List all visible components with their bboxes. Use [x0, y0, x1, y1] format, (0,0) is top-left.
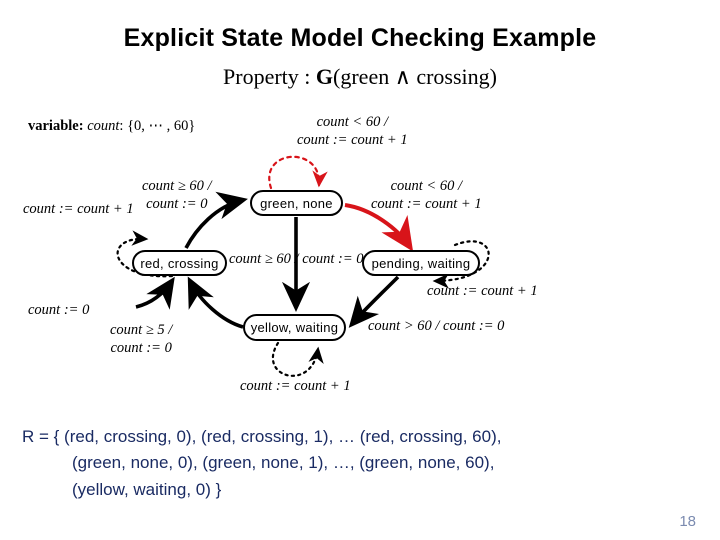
- property-prefix: Property :: [223, 64, 316, 89]
- label-line-1: count ≥ 5 /: [110, 322, 173, 338]
- variable-keyword: variable:: [28, 118, 84, 134]
- transition-label-red-self: count := count + 1: [23, 200, 134, 218]
- label-line-1: count := 0: [28, 302, 90, 318]
- state-node-pending-waiting[interactable]: pending, waiting: [362, 250, 480, 276]
- edge-green-self-loop: [268, 155, 328, 190]
- edge-yellow-self-loop: [271, 341, 324, 377]
- transition-label-pending-to-yellow: count > 60 / count := 0: [368, 317, 504, 335]
- reachable-set-line-1: R = { (red, crossing, 0), (red, crossing…: [22, 427, 502, 446]
- label-line-1: count := count + 1: [240, 378, 351, 394]
- edge-pending-to-yellow: [348, 275, 400, 328]
- state-node-yellow-waiting[interactable]: yellow, waiting: [243, 314, 346, 341]
- label-line-1: count < 60 /: [316, 114, 388, 130]
- state-machine-diagram: green, none red, crossing yellow, waitin…: [0, 105, 720, 405]
- reachable-set-line-3: (yellow, waiting, 0) }: [72, 479, 222, 499]
- property-formula: Property : G(green ∧ crossing): [0, 64, 720, 90]
- state-node-green-none[interactable]: green, none: [250, 190, 343, 216]
- variable-declaration: variable: count: {0, ⋯ , 60}: [28, 118, 195, 135]
- label-line-2: count := 0: [110, 340, 172, 357]
- label-line-2: count := count + 1: [371, 196, 482, 213]
- property-operator: G: [315, 64, 334, 89]
- transition-label-red-to-green: count ≥ 60 / count := 0: [142, 177, 212, 213]
- reachable-set-line-2: (green, none, 0), (green, none, 1), …, (…: [72, 453, 495, 473]
- state-label: pending, waiting: [371, 255, 471, 271]
- label-line-1: count := count + 1: [427, 283, 538, 299]
- variable-separator: :: [119, 118, 124, 134]
- property-body: (green ∧ crossing): [333, 64, 497, 89]
- diagram-edges: [116, 155, 490, 377]
- state-label: red, crossing: [140, 255, 219, 271]
- transition-label-reset-to-red: count := 0: [28, 301, 89, 319]
- label-line-1: count < 60 /: [390, 178, 462, 194]
- label-line-2: count := 0: [146, 196, 208, 213]
- transition-label-yellow-self: count := count + 1: [240, 377, 351, 395]
- reachable-set-block: R = { (red, crossing, 0), (red, crossing…: [22, 424, 712, 503]
- state-node-red-crossing[interactable]: red, crossing: [132, 250, 227, 276]
- edge-red-to-green: [184, 191, 248, 249]
- edge-green-to-pending: [344, 203, 414, 252]
- variable-name: count: [87, 118, 120, 134]
- page-number: 18: [679, 513, 696, 530]
- page-title: Explicit State Model Checking Example: [123, 24, 597, 52]
- label-line-1: count ≥ 60 / count := 0: [229, 251, 364, 267]
- variable-domain: {0, ⋯ , 60}: [127, 118, 196, 134]
- transition-label-pending-self: count := count + 1: [427, 282, 538, 300]
- transition-label-green-self: count < 60 / count := count + 1: [297, 113, 408, 149]
- label-line-1: count := count + 1: [23, 201, 134, 217]
- label-line-1: count ≥ 60 /: [142, 178, 212, 194]
- transition-label-yellow-to-red: count ≥ 5 / count := 0: [110, 321, 172, 357]
- edge-pending-self-loop: [432, 240, 490, 289]
- edge-yellow-to-red: [187, 276, 244, 329]
- transition-label-green-to-yellow: count ≥ 60 / count := 0: [229, 250, 364, 268]
- label-line-2: count := count + 1: [297, 132, 408, 149]
- edge-reset-to-red: [135, 276, 175, 310]
- state-label: green, none: [260, 195, 333, 211]
- state-label: yellow, waiting: [250, 320, 339, 335]
- transition-label-green-to-pending: count < 60 / count := count + 1: [371, 177, 482, 213]
- label-line-1: count > 60 / count := 0: [368, 318, 505, 334]
